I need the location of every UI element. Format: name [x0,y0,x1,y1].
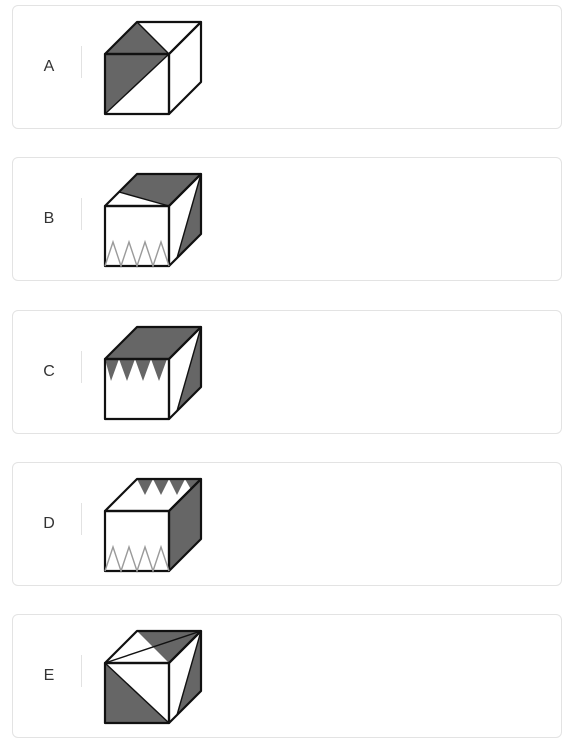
option-label: B [43,210,55,227]
divider [81,351,82,383]
option-label: A [43,58,55,75]
cube-option-e-icon [101,625,205,729]
divider [81,46,82,78]
option-label: C [43,363,55,380]
cube-option-b-icon [101,168,205,272]
option-a[interactable]: A [12,5,562,129]
cube-option-d-icon [101,473,205,577]
cube-option-c-icon [101,321,205,425]
option-c[interactable]: C [12,310,562,434]
option-label: D [43,515,55,532]
divider [81,503,82,535]
option-e[interactable]: E [12,614,562,738]
option-label: E [43,667,55,684]
divider [81,198,82,230]
cube-option-a-icon [101,16,205,120]
option-d[interactable]: D [12,462,562,586]
divider [81,655,82,687]
option-b[interactable]: B [12,157,562,281]
